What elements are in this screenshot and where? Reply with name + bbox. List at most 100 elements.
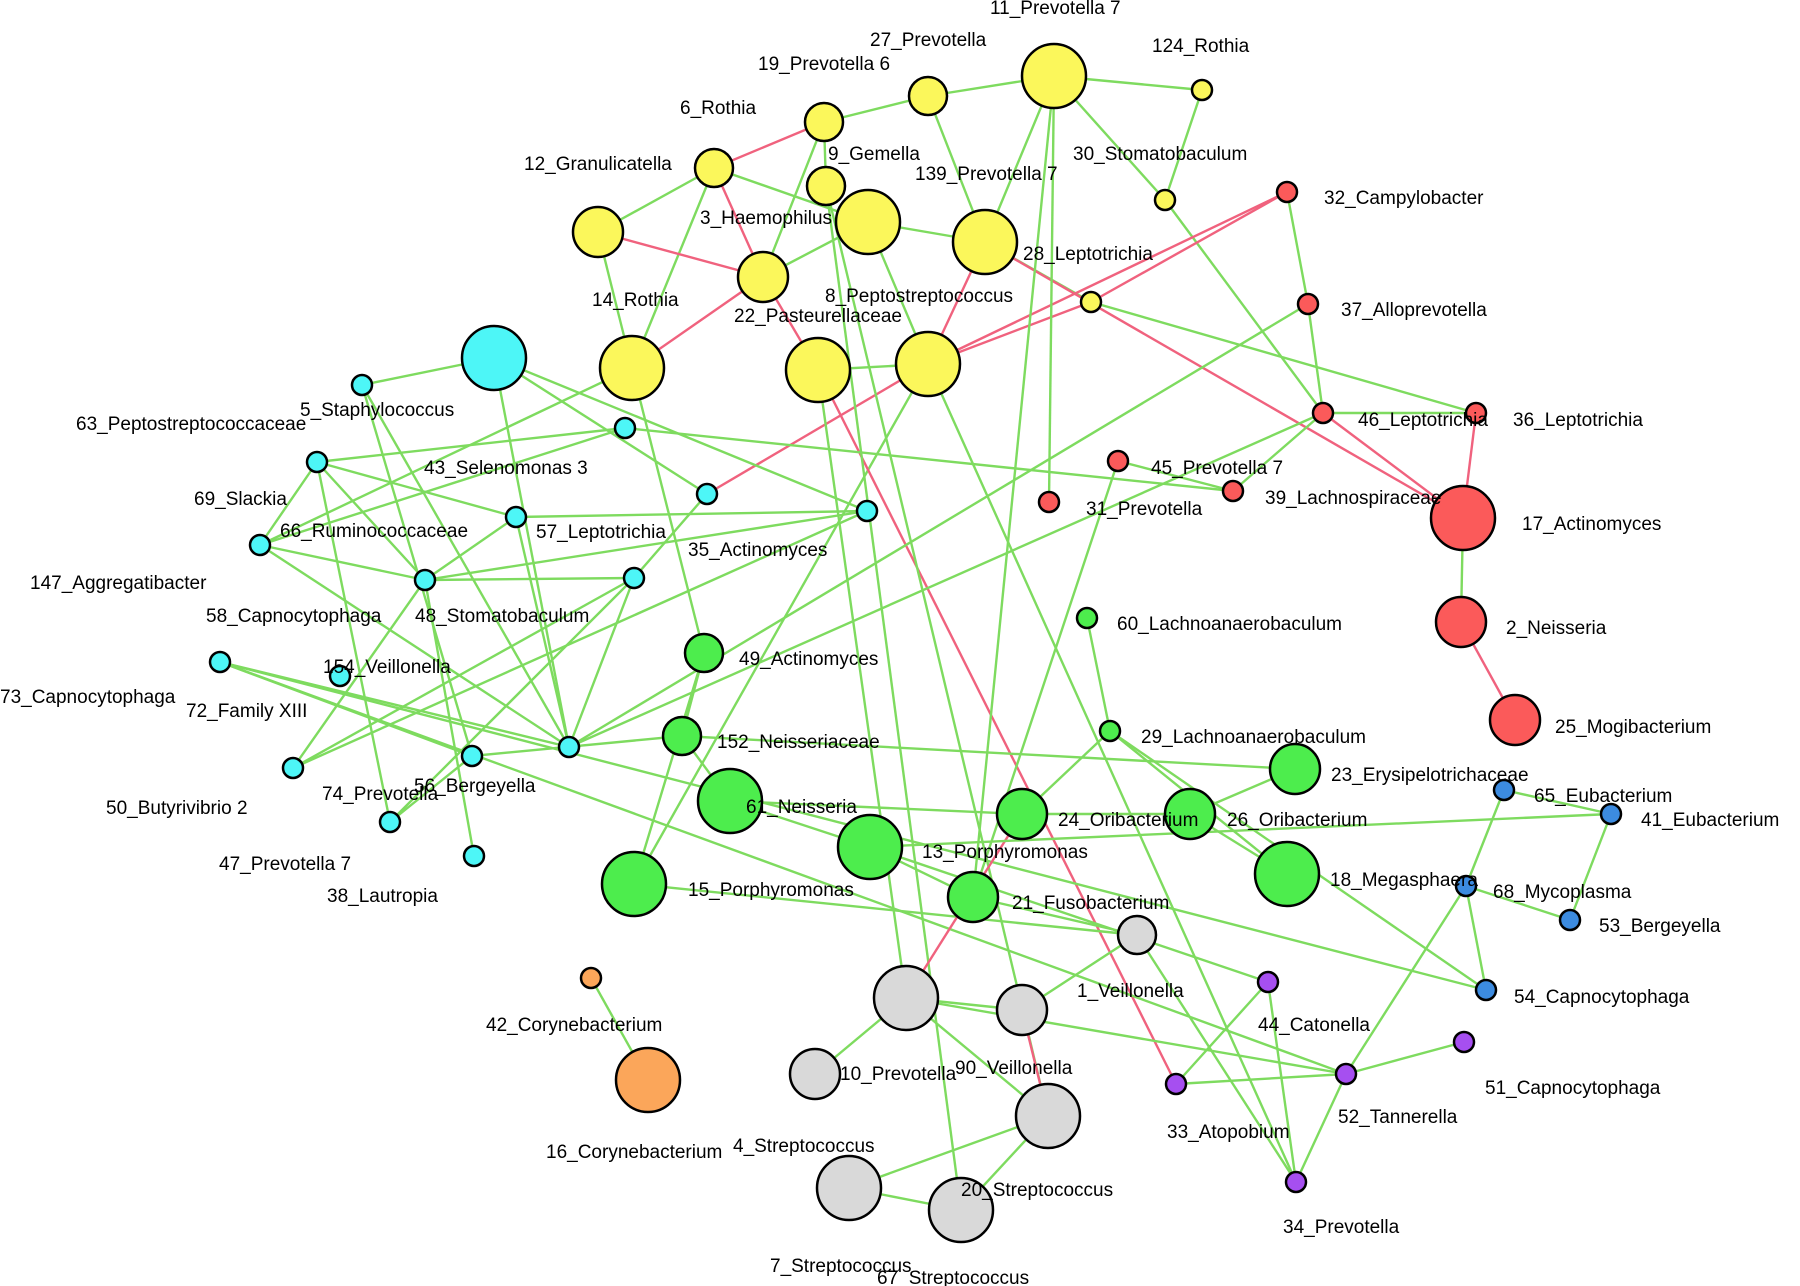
node-n47[interactable] xyxy=(328,664,352,688)
node-n15[interactable] xyxy=(600,850,668,918)
node-n45[interactable] xyxy=(1221,479,1245,503)
node-n69[interactable] xyxy=(305,450,329,474)
node-n49[interactable] xyxy=(683,632,725,674)
positive-edge-n15-n1 xyxy=(633,882,1138,937)
node-n24[interactable] xyxy=(995,787,1049,841)
node-label-n10: 10_Prevotella xyxy=(840,1064,957,1085)
node-n23[interactable] xyxy=(1268,742,1322,796)
node-n16[interactable] xyxy=(614,1046,682,1114)
node-n31[interactable] xyxy=(1037,490,1061,514)
node-n10[interactable] xyxy=(872,964,940,1032)
node-label-n22: 22_Pasteurellaceae xyxy=(734,306,902,327)
node-n154[interactable] xyxy=(622,566,646,590)
node-n38[interactable] xyxy=(462,844,486,868)
positive-edge-n58-n72 xyxy=(514,516,571,748)
node-n48[interactable] xyxy=(855,499,879,523)
positive-edge-n20-n7 xyxy=(848,1114,1049,1190)
node-n66[interactable] xyxy=(248,533,272,557)
node-n6[interactable] xyxy=(693,147,735,189)
node-n56[interactable] xyxy=(460,744,484,768)
node-n35[interactable] xyxy=(695,482,719,506)
node-n30[interactable] xyxy=(1153,188,1177,212)
node-n41[interactable] xyxy=(1599,802,1623,826)
positive-edge-n49-n15 xyxy=(632,652,706,885)
node-label-n28: 28_Leptotrichia xyxy=(1023,244,1153,265)
node-n5[interactable] xyxy=(784,336,852,404)
node-n25[interactable] xyxy=(1488,693,1542,747)
node-n58[interactable] xyxy=(504,505,528,529)
node-n60[interactable] xyxy=(1075,606,1099,630)
node-n147[interactable] xyxy=(413,568,437,592)
node-n90[interactable] xyxy=(995,983,1049,1037)
node-n20[interactable] xyxy=(1014,1082,1082,1150)
node-label-n45: 45_Prevotella 7 xyxy=(1151,458,1283,479)
node-label-n37: 37_Alloprevotella xyxy=(1341,300,1487,321)
node-n13[interactable] xyxy=(836,813,904,881)
node-n26[interactable] xyxy=(1163,787,1217,841)
node-n33[interactable] xyxy=(1164,1072,1188,1096)
positive-edge-n61-n24 xyxy=(729,799,1023,816)
positive-edge-n65-n41 xyxy=(1503,788,1612,816)
node-n44[interactable] xyxy=(1256,970,1280,994)
node-n50[interactable] xyxy=(281,756,305,780)
node-n22[interactable] xyxy=(736,250,790,304)
node-n29[interactable] xyxy=(1098,719,1122,743)
node-n3[interactable] xyxy=(834,188,902,256)
node-n51[interactable] xyxy=(1452,1030,1476,1054)
positive-edge-n44-n34 xyxy=(1266,981,1298,1183)
positive-edge-n37-n46 xyxy=(1306,303,1325,414)
node-n152[interactable] xyxy=(661,715,703,757)
node-n2[interactable] xyxy=(1434,595,1488,649)
node-n52[interactable] xyxy=(1334,1062,1358,1086)
node-n8[interactable] xyxy=(894,330,962,398)
node-label-n24: 24_Oribacterium xyxy=(1058,810,1198,831)
node-n124[interactable] xyxy=(1190,78,1214,102)
node-n17[interactable] xyxy=(1429,484,1497,552)
node-label-n30: 30_Stomatobaculum xyxy=(1073,144,1247,165)
node-n18[interactable] xyxy=(1253,840,1321,908)
node-label-n12: 12_Granulicatella xyxy=(524,154,672,175)
node-n21[interactable] xyxy=(946,870,1000,924)
node-n14[interactable] xyxy=(598,334,666,402)
positive-edge-n44-n33 xyxy=(1175,981,1269,1085)
node-n139[interactable] xyxy=(951,208,1019,276)
node-n74[interactable] xyxy=(378,810,402,834)
node-label-n53: 53_Bergeyella xyxy=(1599,916,1721,937)
node-n54[interactable] xyxy=(1474,978,1498,1002)
positive-edge-n147-n58 xyxy=(424,516,517,581)
node-n9[interactable] xyxy=(805,165,847,207)
node-n11[interactable] xyxy=(1020,42,1088,110)
node-n36[interactable] xyxy=(1464,401,1488,425)
negative-edge-n5-n33 xyxy=(816,369,1178,1085)
node-n63[interactable] xyxy=(350,373,374,397)
node-n65[interactable] xyxy=(1492,778,1516,802)
node-n73[interactable] xyxy=(208,650,232,674)
node-n32[interactable] xyxy=(1275,180,1299,204)
node-label-n54: 54_Capnocytophaga xyxy=(1514,987,1690,1008)
node-label-n42: 42_Corynebacterium xyxy=(486,1015,662,1036)
positive-edge-n21-n1 xyxy=(972,895,1138,937)
node-n53[interactable] xyxy=(1558,908,1582,932)
node-label-n60: 60_Lachnoanaerobaculum xyxy=(1117,614,1342,635)
node-n39[interactable] xyxy=(1106,449,1130,473)
node-n12[interactable] xyxy=(571,205,625,259)
node-n57[interactable] xyxy=(613,416,637,440)
node-n67[interactable] xyxy=(927,1176,995,1244)
node-n7[interactable] xyxy=(815,1154,883,1222)
node-label-n147: 147_Aggregatibacter xyxy=(30,573,207,594)
node-n42[interactable] xyxy=(579,966,603,990)
node-n72[interactable] xyxy=(557,735,581,759)
node-n37[interactable] xyxy=(1296,292,1320,316)
node-n34[interactable] xyxy=(1284,1170,1308,1194)
positive-edge-n1-n34 xyxy=(1135,934,1298,1183)
node-n4[interactable] xyxy=(788,1047,842,1101)
node-n61[interactable] xyxy=(696,767,764,835)
node-n43[interactable] xyxy=(460,324,528,392)
node-n27[interactable] xyxy=(907,75,949,117)
node-n28[interactable] xyxy=(1079,290,1103,314)
node-n46[interactable] xyxy=(1311,401,1335,425)
node-n1[interactable] xyxy=(1116,914,1158,956)
node-n19[interactable] xyxy=(803,101,845,143)
node-label-n16: 16_Corynebacterium xyxy=(546,1142,722,1163)
node-n68[interactable] xyxy=(1454,874,1478,898)
